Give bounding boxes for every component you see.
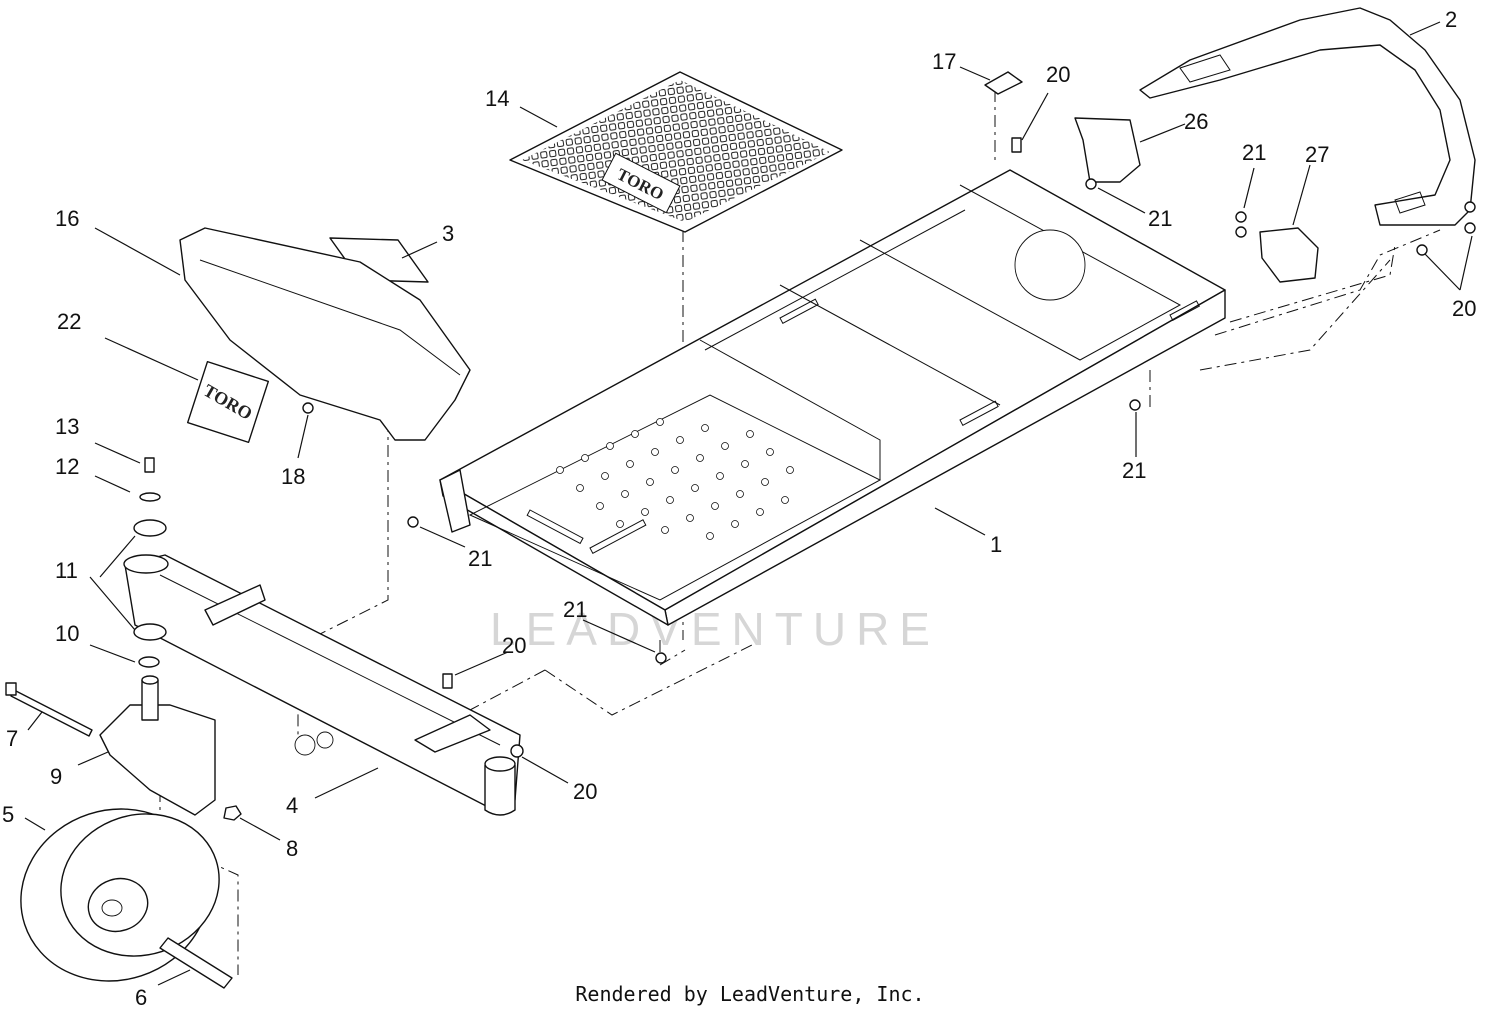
callout-9: 9 xyxy=(50,764,62,789)
callout-20-pivot: 20 xyxy=(573,779,597,804)
callout-1: 1 xyxy=(990,532,1002,557)
callout-20-axle: 20 xyxy=(502,633,526,658)
fasteners xyxy=(302,137,1476,758)
leader-lines xyxy=(24,21,1473,986)
callout-7: 7 xyxy=(6,726,18,751)
callout-22: 22 xyxy=(57,309,81,334)
callout-14: 14 xyxy=(485,86,509,111)
callout-18: 18 xyxy=(281,464,305,489)
bolt-7 xyxy=(5,682,93,737)
callout-5: 5 xyxy=(2,802,14,827)
callout-8: 8 xyxy=(286,836,298,861)
front-cover xyxy=(179,227,471,441)
callout-17: 17 xyxy=(932,49,956,74)
callout-21-front: 21 xyxy=(468,546,492,571)
callout-21-rear: 21 xyxy=(1242,140,1266,165)
floor-mat: TORO xyxy=(509,71,843,233)
callout-6: 6 xyxy=(135,985,147,1010)
callout-labels: 1 2 3 4 5 6 7 8 9 10 11 12 13 14 16 17 1… xyxy=(2,7,1476,1010)
render-credit: Rendered by LeadVenture, Inc. xyxy=(575,982,925,1006)
callout-12: 12 xyxy=(55,454,79,479)
bearing-stack xyxy=(133,457,167,668)
callout-26: 26 xyxy=(1184,109,1208,134)
callout-10: 10 xyxy=(55,621,79,646)
callout-4: 4 xyxy=(286,793,298,818)
bracket-27 xyxy=(1259,227,1319,283)
callout-21-side: 21 xyxy=(1122,458,1146,483)
callout-2: 2 xyxy=(1445,7,1457,32)
nut-8 xyxy=(223,805,242,821)
callout-11: 11 xyxy=(55,558,78,583)
front-axle xyxy=(123,554,521,816)
callout-16: 16 xyxy=(55,206,79,231)
toro-decal: TORO xyxy=(186,360,270,444)
callout-13: 13 xyxy=(55,414,79,439)
caster-tire xyxy=(20,808,220,982)
rear-bar xyxy=(1139,7,1476,226)
decal-17 xyxy=(984,71,1023,95)
caster-fork xyxy=(99,675,216,816)
main-frame xyxy=(439,169,1226,626)
spacer-6 xyxy=(159,937,233,989)
callout-21-bracket: 21 xyxy=(1148,206,1172,231)
callout-27: 27 xyxy=(1305,142,1329,167)
callout-20-top: 20 xyxy=(1046,62,1070,87)
callout-3: 3 xyxy=(442,221,454,246)
callout-21-bottom: 21 xyxy=(563,597,587,622)
watermark-text: LEADVENTURE xyxy=(490,603,940,655)
bracket-26 xyxy=(1074,117,1141,183)
callout-20-right: 20 xyxy=(1452,296,1476,321)
